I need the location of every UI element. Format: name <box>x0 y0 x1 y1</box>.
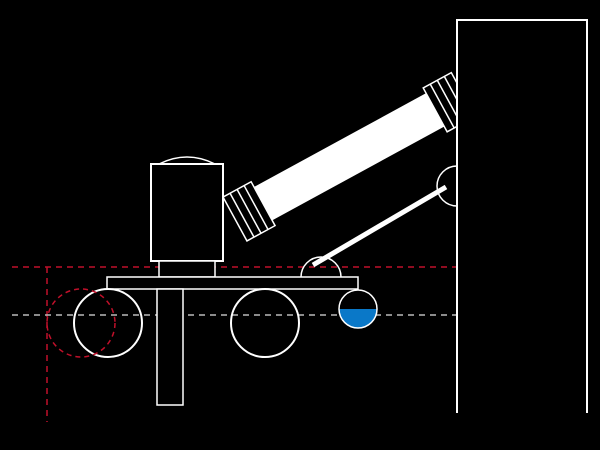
wheel-left[interactable] <box>73 288 143 358</box>
wheel-ghost <box>46 288 116 358</box>
box-dome <box>158 156 216 165</box>
telescopic-arm[interactable] <box>222 71 477 242</box>
liquid-level <box>339 309 377 328</box>
arm-tube <box>254 93 445 221</box>
wall <box>456 19 588 413</box>
liquid-tank[interactable] <box>338 289 378 329</box>
wall-pivot <box>436 165 458 207</box>
post <box>156 288 184 406</box>
wheel-middle[interactable] <box>230 288 300 358</box>
motor-box[interactable] <box>150 163 224 262</box>
wall-interior <box>458 21 586 421</box>
platform-pivot <box>300 256 342 278</box>
box-neck <box>158 260 216 278</box>
platform[interactable] <box>106 276 359 290</box>
support-rod[interactable] <box>311 184 448 268</box>
